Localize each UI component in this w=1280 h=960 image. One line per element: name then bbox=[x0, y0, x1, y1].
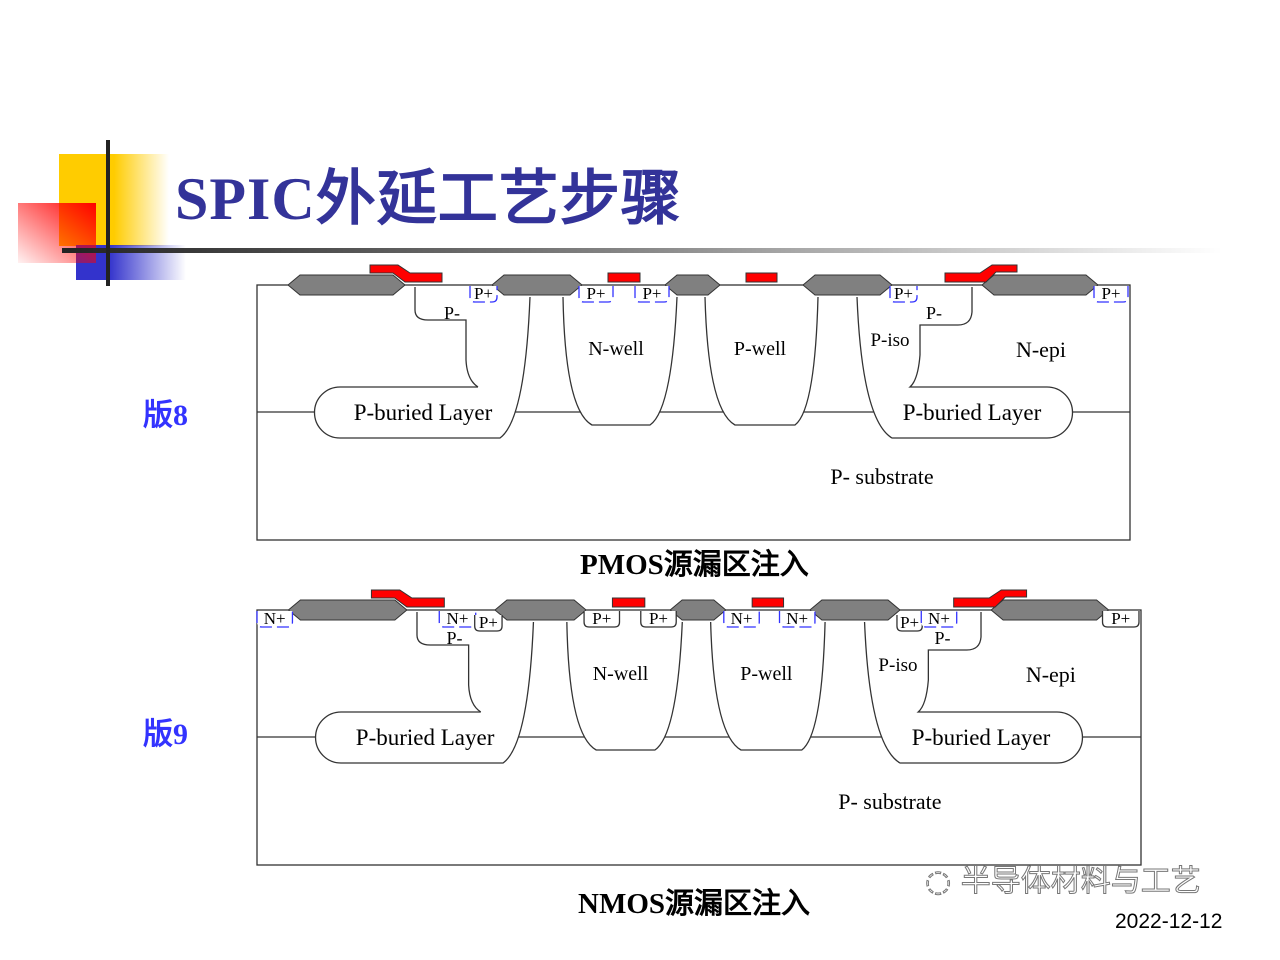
left-buried-layer bbox=[314, 621, 535, 764]
gate-pwell bbox=[745, 272, 778, 283]
label-buried-left: P-buried Layer bbox=[356, 725, 495, 750]
implant-label-pad_d: P+ bbox=[894, 284, 913, 303]
field-oxide-4 bbox=[809, 599, 901, 621]
label-nwell: N-well bbox=[588, 338, 644, 360]
date: 2022-12-12 bbox=[1115, 910, 1223, 933]
label-buried-right: P-buried Layer bbox=[912, 725, 1051, 750]
implant-pad bbox=[920, 611, 958, 628]
gate-right bbox=[953, 589, 1028, 608]
label-nepi: N-epi bbox=[1016, 337, 1066, 362]
label-substrate: P- substrate bbox=[838, 789, 941, 814]
label-piso: P-iso bbox=[870, 330, 909, 351]
gate-nwell bbox=[611, 597, 646, 608]
label-piso: P-iso bbox=[878, 655, 917, 676]
left-pminus-boundary bbox=[416, 612, 482, 713]
implant-pad bbox=[1101, 611, 1140, 628]
gate-nwell bbox=[607, 272, 641, 283]
title-underline bbox=[62, 248, 1222, 253]
gate-right bbox=[944, 264, 1018, 283]
implant-pad bbox=[1093, 286, 1129, 303]
label-pwell: P-well bbox=[734, 338, 787, 360]
label-substrate: P- substrate bbox=[830, 464, 933, 489]
nwell-region bbox=[566, 621, 683, 751]
label-pminus-right: P- bbox=[935, 628, 951, 648]
implant-label-pad_edge_left: N+ bbox=[264, 609, 286, 628]
implant-label-pad_n3: N+ bbox=[786, 609, 808, 628]
nmos-caption: NMOS源漏区注入 bbox=[578, 888, 811, 920]
implant-label-pad_c: P+ bbox=[642, 284, 661, 303]
implant-label-pad_p2: P+ bbox=[592, 609, 611, 628]
pwell-region bbox=[704, 296, 819, 426]
implant-pad bbox=[634, 286, 670, 303]
left-pminus-boundary bbox=[414, 287, 479, 388]
implant-label-pad_e: P+ bbox=[1101, 284, 1120, 303]
version-label-8: 版8 bbox=[143, 399, 188, 432]
implant-pad bbox=[778, 611, 816, 628]
title-decoration bbox=[18, 140, 1222, 286]
implant-pad bbox=[256, 611, 294, 628]
right-buried-and-iso bbox=[863, 612, 1084, 764]
field-oxide-5 bbox=[990, 599, 1110, 621]
pwell-region bbox=[709, 621, 826, 751]
label-buried-left: P-buried Layer bbox=[354, 400, 493, 425]
field-oxide-2 bbox=[491, 274, 583, 296]
implant-pad bbox=[896, 615, 923, 632]
gate-left bbox=[369, 264, 443, 283]
implant-pad bbox=[723, 611, 760, 628]
implant-pad bbox=[583, 611, 621, 628]
field-oxide-4 bbox=[802, 274, 893, 296]
implant-label-pad_n1: N+ bbox=[447, 609, 469, 628]
implant-label-pad_n4: N+ bbox=[928, 609, 950, 628]
left-buried-layer bbox=[313, 296, 531, 439]
implant-pad bbox=[889, 286, 918, 303]
implant-label-pad_p1: P+ bbox=[479, 613, 498, 632]
label-pminus-right: P- bbox=[926, 303, 942, 323]
implant-pad bbox=[469, 286, 498, 303]
field-oxide-1 bbox=[287, 274, 406, 296]
field-oxide-3 bbox=[664, 274, 721, 296]
pmos-caption: PMOS源漏区注入 bbox=[580, 549, 809, 581]
watermark: ◌ 半导体材料与工艺 bbox=[924, 864, 1201, 900]
implant-label-pad_a: P+ bbox=[474, 284, 493, 303]
implant-label-pad_p5: P+ bbox=[1111, 609, 1130, 628]
field-oxide-3 bbox=[669, 599, 727, 621]
label-nepi: N-epi bbox=[1026, 662, 1076, 687]
label-buried-right: P-buried Layer bbox=[903, 400, 1042, 425]
implant-label-pad_p3: P+ bbox=[649, 609, 668, 628]
wechat-icon: ◌ bbox=[924, 864, 952, 900]
label-pminus-left: P- bbox=[444, 303, 460, 323]
gate-pwell bbox=[751, 597, 785, 608]
diagram-8: P+ P+ P+ P+ P+ P- P- N-well P-well P-iso N-epiP-bu… bbox=[256, 264, 1131, 541]
vertical-line bbox=[106, 140, 110, 286]
implant-label-pad_p4: P+ bbox=[900, 613, 919, 632]
right-buried-and-iso bbox=[856, 287, 1074, 439]
label-pminus-left: P- bbox=[446, 628, 462, 648]
label-pwell: P-well bbox=[740, 663, 793, 685]
implant-pad bbox=[474, 615, 503, 632]
field-oxide-2 bbox=[494, 599, 587, 621]
watermark-text: 半导体材料与工艺 bbox=[960, 864, 1201, 900]
nwell-region bbox=[562, 296, 678, 426]
gate-left bbox=[370, 589, 445, 608]
implant-label-pad_b: P+ bbox=[586, 284, 605, 303]
field-oxide-1 bbox=[287, 599, 408, 621]
field-oxide-5 bbox=[981, 274, 1099, 296]
version-label-9: 版9 bbox=[143, 718, 188, 751]
implant-label-pad_n2: N+ bbox=[731, 609, 753, 628]
label-nwell: N-well bbox=[593, 663, 649, 685]
implant-pad bbox=[578, 286, 614, 303]
implant-pad bbox=[640, 611, 677, 628]
page-title: SPIC外延工艺步骤 bbox=[175, 166, 682, 232]
diagram-9: N+ N+ P+ P+ P+ N+ N+ P+ N+ P+ P- P- N-well P-well P-is… bbox=[256, 589, 1142, 866]
